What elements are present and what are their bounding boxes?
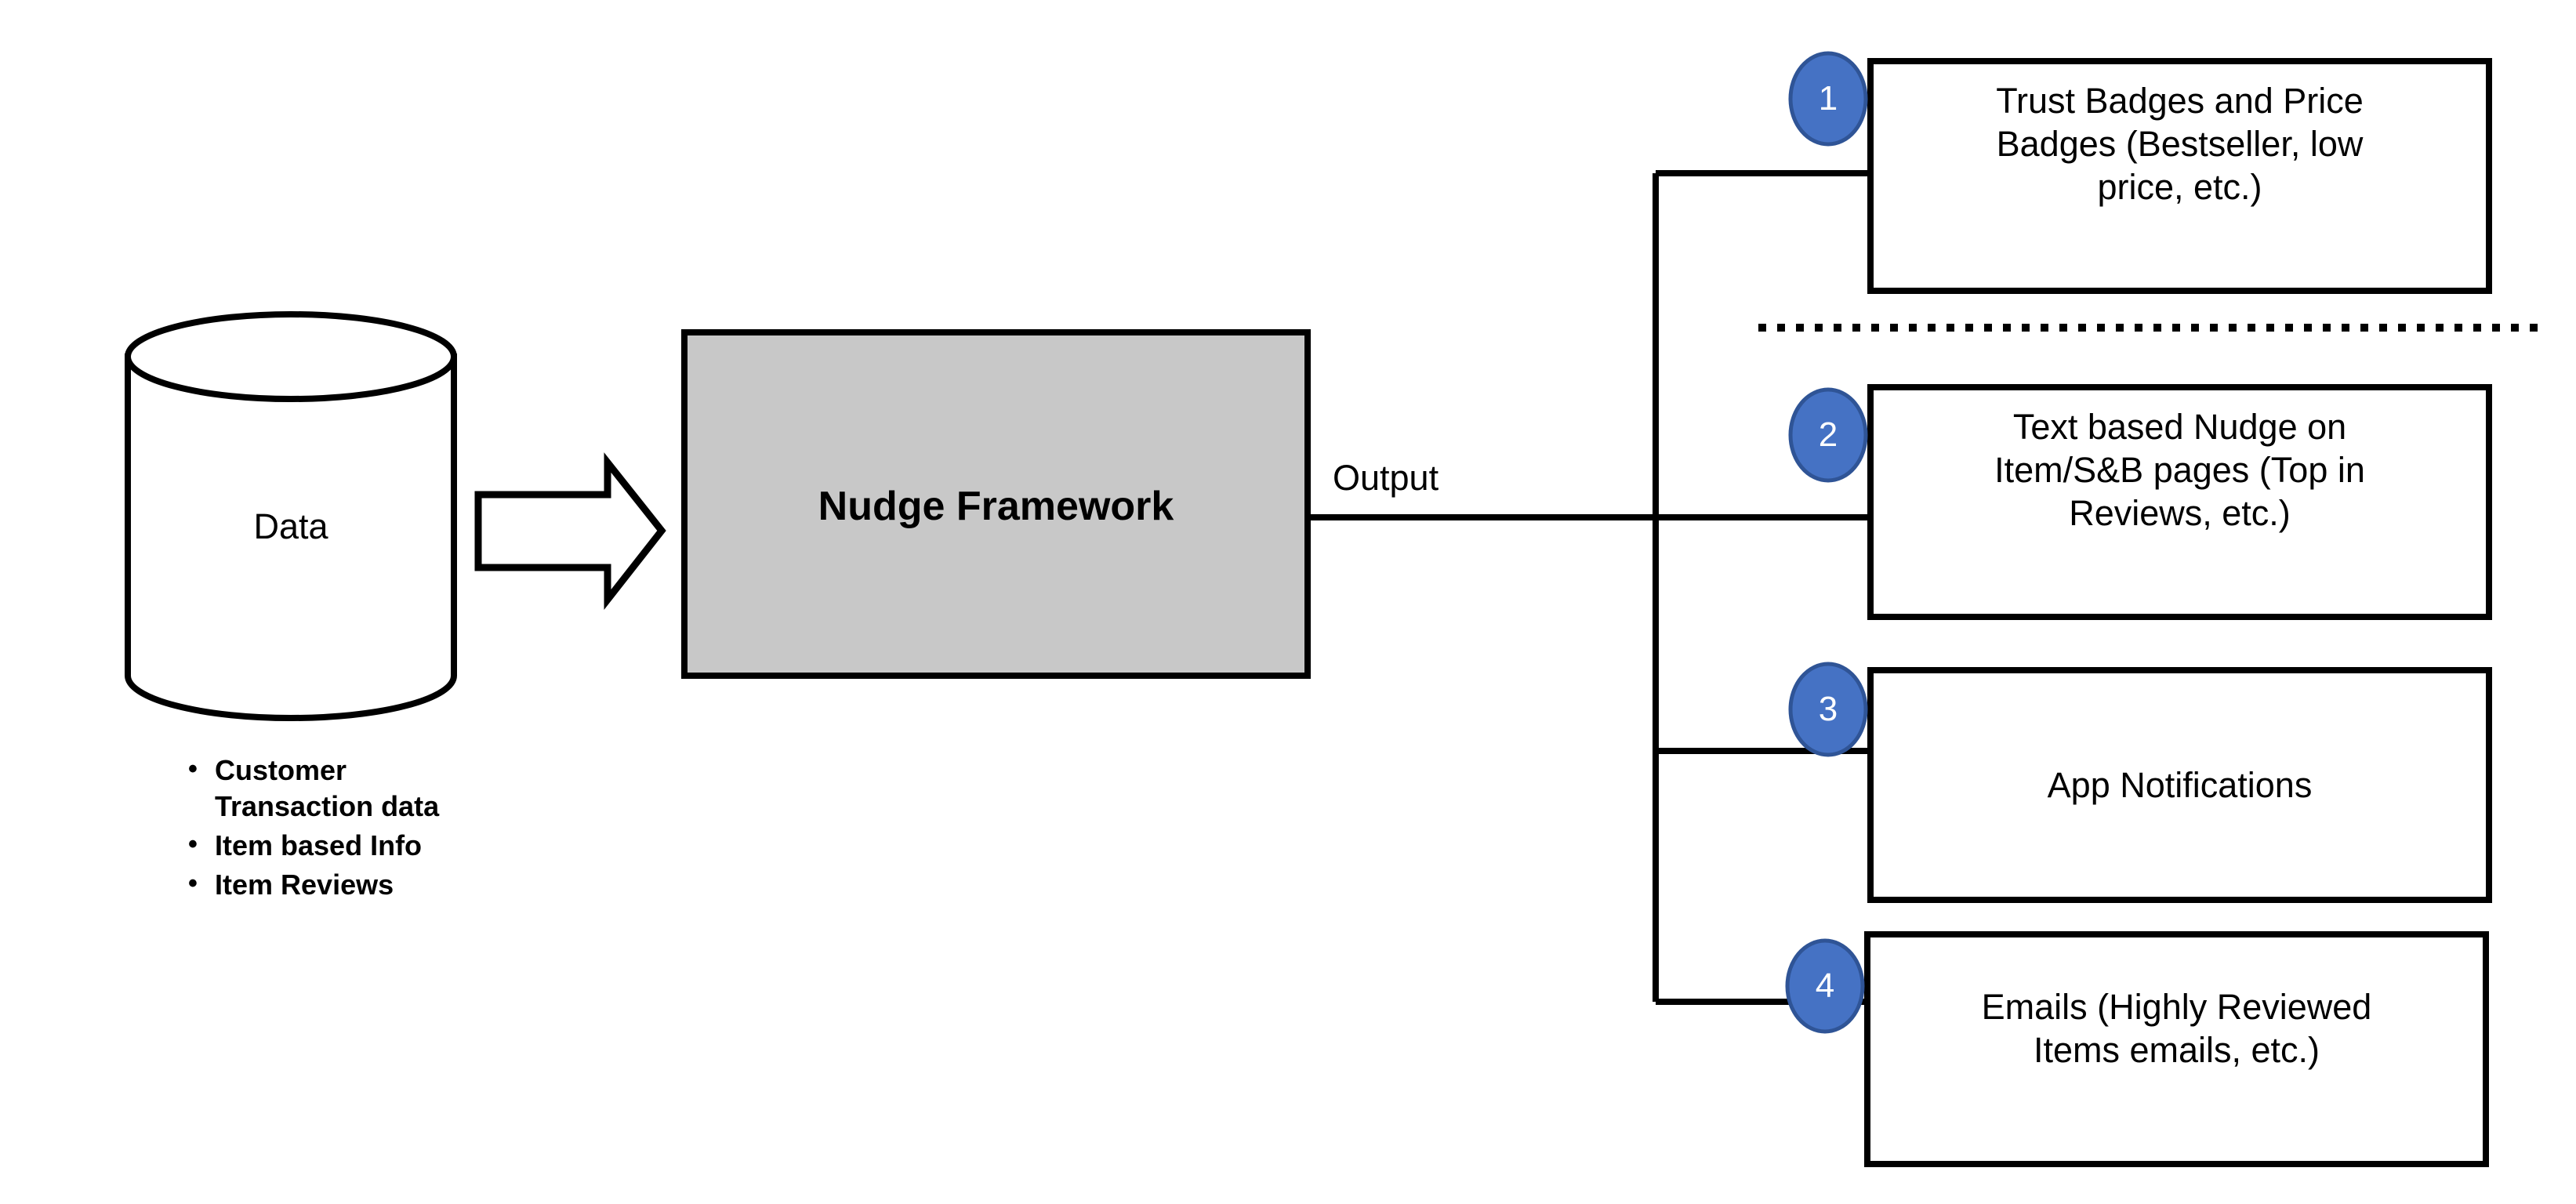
data-cylinder-label: Data — [253, 506, 328, 546]
data-source-bullet-list: Customer Transaction data Item based Inf… — [177, 752, 473, 906]
output-badge-4-number: 4 — [1815, 966, 1835, 1005]
right-arrow-icon — [474, 452, 666, 611]
list-item: Item based Info — [188, 828, 473, 864]
output-badge-1 — [1788, 51, 1868, 147]
output-box-2 — [1867, 384, 2492, 620]
data-cylinder-shape — [125, 311, 457, 721]
nudge-framework-label: Nudge Framework — [818, 484, 1174, 529]
list-item: Customer Transaction data — [188, 752, 473, 825]
output-badge-3-number: 3 — [1818, 690, 1838, 728]
output-box-4 — [1864, 931, 2489, 1167]
output-badge-3 — [1788, 662, 1868, 757]
output-box-3-label: App Notifications — [2047, 765, 2313, 805]
output-connector-lines — [1308, 170, 1870, 1005]
output-box-1-label: Trust Badges and Price Badges (Bestselle… — [1996, 81, 2364, 207]
output-badge-2 — [1788, 387, 1868, 483]
output-box-3 — [1867, 667, 2492, 903]
list-item: Item Reviews — [188, 867, 473, 903]
output-badge-4 — [1785, 938, 1865, 1034]
output-badge-2-number: 2 — [1818, 415, 1838, 454]
output-connector-label: Output — [1333, 458, 1439, 498]
output-box-2-label: Text based Nudge on Item/S&B pages (Top … — [1994, 407, 2365, 533]
output-box-4-label: Emails (Highly Reviewed Items emails, et… — [1981, 987, 2372, 1070]
output-box-1 — [1867, 58, 2492, 294]
output-badge-1-number: 1 — [1818, 79, 1838, 118]
nudge-framework-box — [681, 329, 1311, 679]
